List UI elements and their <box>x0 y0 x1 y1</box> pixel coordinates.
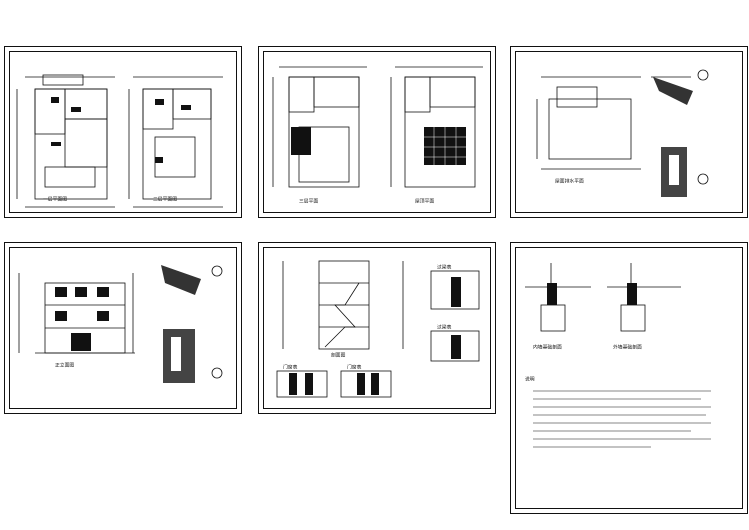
sheet-roof-drainage[interactable]: 屋面排水平面 <box>510 46 748 218</box>
section-drawing <box>276 260 480 398</box>
caption-section: 剖面图 <box>331 352 346 359</box>
floor-plan-3-drawing <box>272 66 483 188</box>
sheet-frame <box>263 247 491 409</box>
caption-elevation: 正立面图 <box>55 362 75 369</box>
sheet-frame <box>515 51 743 213</box>
sheet-frame <box>9 51 237 213</box>
roof-drainage-drawing <box>536 69 709 197</box>
sheet-floor-plan-3-roof[interactable]: 三层平面 屋顶平面 <box>258 46 496 218</box>
sheet-frame <box>9 247 237 409</box>
sheet-elevation[interactable]: 正立面图 <box>4 242 242 414</box>
caption-floor-1: 一层平面图 <box>43 196 68 203</box>
caption-lintel-table-1: 过梁表 <box>437 264 452 271</box>
caption-outer-wall-foundation: 外墙基础剖面 <box>613 344 642 351</box>
sheet-frame <box>263 51 491 213</box>
caption-inner-wall-foundation: 内墙基础剖面 <box>533 344 562 351</box>
sheet-section-tables[interactable]: 剖面图 门窗表 门窗表 过梁表 过梁表 <box>258 242 496 414</box>
sheet-foundations-notes[interactable]: 内墙基础剖面 外墙基础剖面 说明 <box>510 242 748 514</box>
caption-door-window-table-2: 门窗表 <box>347 364 362 371</box>
sheet-frame <box>515 247 743 509</box>
floor-plans-drawing <box>16 74 223 208</box>
caption-floor-2: 二层平面图 <box>153 196 178 203</box>
caption-lintel-table-2: 过梁表 <box>437 324 452 331</box>
sheet-floor-plans-1-2[interactable]: 一层平面图 二层平面图 <box>4 46 242 218</box>
caption-notes: 说明 <box>525 376 535 383</box>
foundation-drawing <box>525 263 711 448</box>
caption-floor-3: 三层平面 <box>299 198 319 205</box>
caption-roof-plan: 屋顶平面 <box>415 198 435 205</box>
caption-door-window-table-1: 门窗表 <box>283 364 298 371</box>
caption-roof-drainage: 屋面排水平面 <box>555 178 584 185</box>
elevation-drawing <box>18 265 223 383</box>
